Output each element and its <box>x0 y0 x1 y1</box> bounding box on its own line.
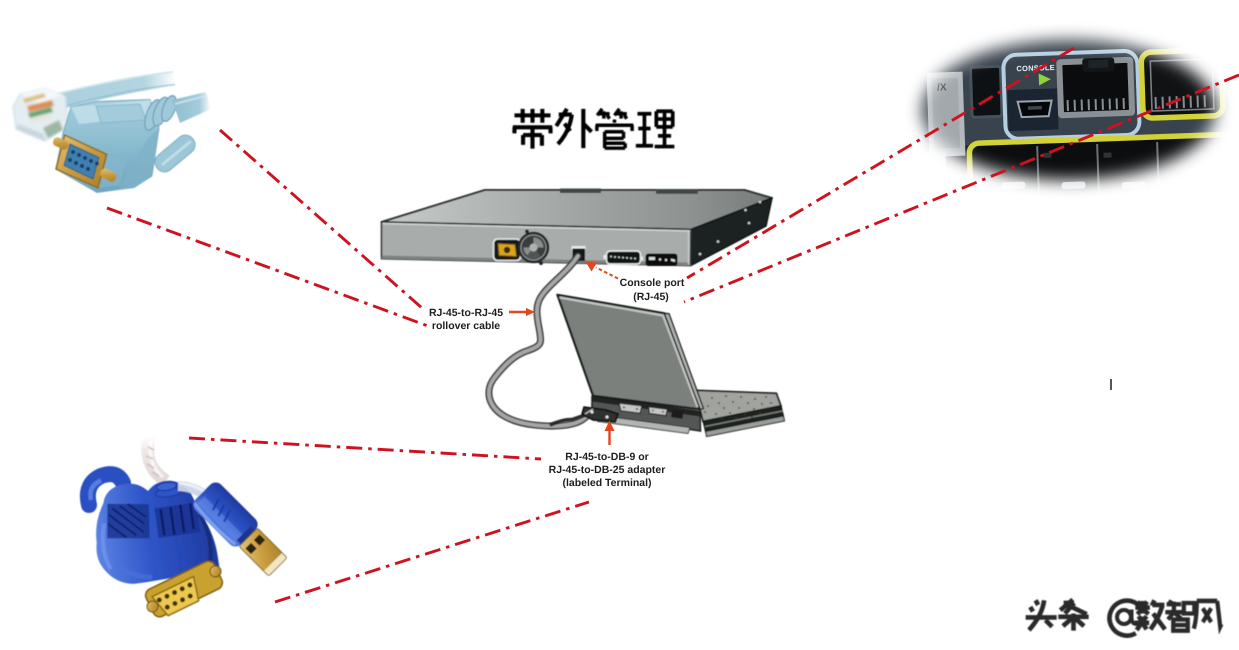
svg-text:(RJ-45): (RJ-45) <box>633 291 669 303</box>
svg-text:RJ-45-to-RJ-45: RJ-45-to-RJ-45 <box>429 307 503 319</box>
svg-text:rollover cable: rollover cable <box>432 320 500 332</box>
svg-text:/X: /X <box>937 82 947 93</box>
svg-text:CONSOLE: CONSOLE <box>1016 63 1055 73</box>
svg-text:RJ-45-to-DB-25 adapter: RJ-45-to-DB-25 adapter <box>549 464 666 476</box>
svg-text:RJ-45-to-DB-9 or: RJ-45-to-DB-9 or <box>565 451 648 463</box>
svg-text:(labeled Terminal): (labeled Terminal) <box>562 477 651 489</box>
svg-text:Console port: Console port <box>620 277 685 289</box>
